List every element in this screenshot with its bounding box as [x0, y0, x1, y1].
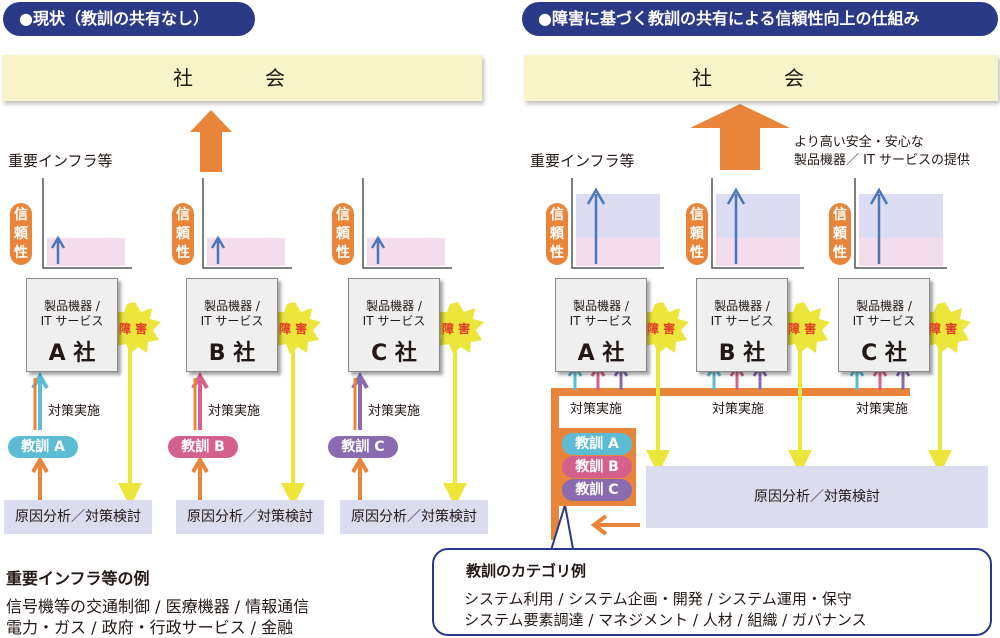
right-reliability-a: 信頼性 [546, 203, 568, 265]
left-society-box: 社 会 [2, 55, 482, 101]
left-failure-burst-a [109, 302, 161, 354]
right-chart-a [571, 178, 664, 269]
right-lesson-distribution [551, 388, 910, 540]
categories-line1: システム利用 / システム企画・開発 / システム運用・保守 [464, 590, 852, 608]
right-failure-burst-a [637, 302, 689, 354]
company-products-label: 製品機器 / [714, 299, 770, 313]
right-provision-line2: 製品機器／ IT サービスの提供 [794, 153, 971, 168]
company-name: A 社 [577, 341, 625, 366]
right-failure-label-a: 障 害 [647, 322, 676, 336]
company-name: B 社 [208, 341, 256, 366]
right-measures-b: 対策実施 [712, 402, 765, 417]
right-company-a: 製品機器 / IT サービス A 社 [555, 278, 647, 372]
company-name: A 社 [48, 341, 96, 366]
company-name: C 社 [861, 341, 907, 366]
right-failure-label-b: 障 害 [788, 322, 817, 336]
examples-title: 重要インフラ等の例 [6, 569, 150, 588]
company-products-label: 製品機器 / [856, 299, 912, 313]
categories-title: 教訓のカテゴリ例 [466, 562, 587, 580]
left-lesson-c: 教訓 C [328, 436, 398, 458]
right-society-arrow [690, 104, 790, 170]
right-measures-c: 対策実施 [856, 402, 909, 417]
left-company-c: 製品機器 / IT サービス C 社 [348, 278, 440, 372]
company-it-label: IT サービス [852, 314, 916, 328]
right-society-box: 社 会 [524, 55, 998, 101]
left-company-b: 製品機器 / IT サービス B 社 [186, 278, 278, 372]
left-reliability-a: 信頼性 [10, 203, 32, 265]
company-it-label: IT サービス [569, 314, 633, 328]
left-failure-label-b: 障 害 [279, 322, 308, 336]
left-chart-a [42, 178, 132, 269]
left-failure-label-a: 障 害 [119, 322, 148, 336]
company-products-label: 製品機器 / [204, 299, 260, 313]
company-it-label: IT サービス [200, 314, 264, 328]
right-reliability-b: 信頼性 [686, 203, 708, 265]
left-measures-a: 対策実施 [48, 404, 101, 419]
left-title: ●現状（教訓の共有なし） [3, 2, 255, 36]
examples-line1: 信号機等の交通制御 / 医療機器 / 情報通信 [6, 597, 310, 616]
right-lesson-b: 教訓 B [562, 456, 632, 478]
right-provision-line1: より高い安全・安心な [794, 135, 924, 150]
examples-line2: 電力・ガス / 政府・行政サービス / 金融 [6, 618, 294, 637]
company-it-label: IT サービス [710, 314, 774, 328]
left-society-arrow [190, 110, 232, 172]
left-analysis-c: 原因分析／対策検討 [340, 500, 488, 534]
right-failure-label-c: 障 害 [929, 322, 958, 336]
company-it-label: IT サービス [362, 314, 426, 328]
company-name: C 社 [371, 341, 417, 366]
left-arrows-a [31, 340, 142, 507]
right-failure-burst-c [919, 302, 971, 354]
left-failure-burst-b [269, 302, 321, 354]
right-title: ●障害に基づく教訓の共有による信頼性向上の仕組み [522, 2, 998, 36]
left-reliability-c: 信頼性 [332, 203, 354, 265]
right-company-b: 製品機器 / IT サービス B 社 [696, 278, 788, 372]
right-chart-c [854, 178, 947, 269]
left-company-a: 製品機器 / IT サービス A 社 [26, 278, 118, 372]
left-chart-c [362, 178, 452, 269]
right-analysis: 原因分析／対策検討 [646, 466, 988, 528]
right-lesson-c: 教訓 C [562, 479, 632, 501]
left-lesson-b: 教訓 B [168, 436, 238, 458]
left-reliability-b: 信頼性 [172, 203, 194, 265]
company-products-label: 製品機器 / [44, 299, 100, 313]
left-failure-label-c: 障 害 [442, 322, 471, 336]
left-arrows-b [191, 340, 305, 507]
categories-line2: システム要素調達 / マネジメント / 人材 / 組織 / ガバナンス [464, 611, 867, 629]
right-company-c: 製品機器 / IT サービス C 社 [838, 278, 930, 372]
left-infra-label: 重要インフラ等 [8, 152, 113, 170]
right-failure-burst-b [778, 302, 830, 354]
left-arrows-c [351, 340, 467, 507]
company-name: B 社 [718, 341, 766, 366]
left-analysis-a: 原因分析／対策検討 [4, 500, 152, 534]
categories-callout: 教訓のカテゴリ例 システム利用 / システム企画・開発 / システム運用・保守 … [432, 548, 992, 636]
left-measures-c: 対策実施 [368, 404, 421, 419]
left-failure-burst-c [432, 302, 484, 354]
left-analysis-b: 原因分析／対策検討 [176, 500, 324, 534]
right-chart-b [711, 178, 804, 269]
right-infra-label: 重要インフラ等 [530, 152, 635, 170]
company-products-label: 製品機器 / [573, 299, 629, 313]
right-lesson-a: 教訓 A [562, 433, 632, 455]
left-lesson-a: 教訓 A [8, 436, 78, 458]
left-measures-b: 対策実施 [208, 404, 261, 419]
right-measures-a: 対策実施 [570, 402, 623, 417]
company-products-label: 製品機器 / [366, 299, 422, 313]
right-reliability-c: 信頼性 [829, 203, 851, 265]
company-it-label: IT サービス [40, 314, 104, 328]
left-chart-b [202, 178, 292, 269]
